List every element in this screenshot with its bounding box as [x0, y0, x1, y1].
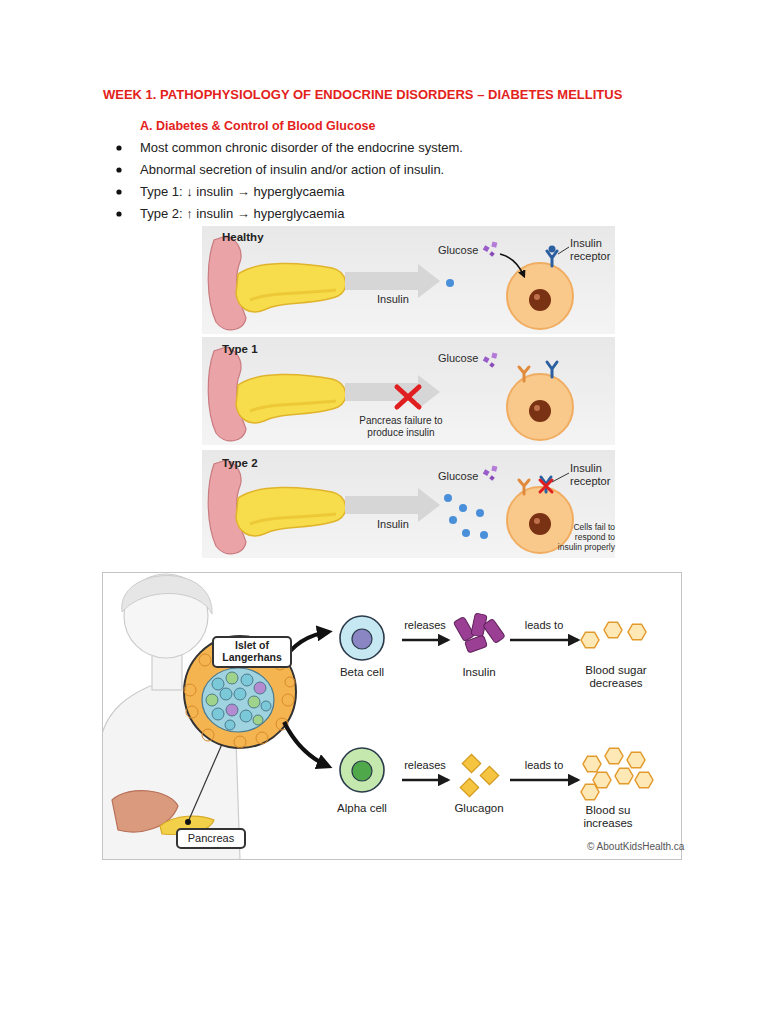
- islet-magnifier-part-part: [240, 710, 252, 722]
- type1-panel: Type 1 GlucosePancreas failure to produce…: [202, 337, 615, 445]
- islet-magnifier-part-part: [254, 682, 266, 694]
- cell-label: Alpha cell: [322, 802, 402, 815]
- glucose-icon: Blood sugar decreases: [578, 610, 654, 694]
- islet-magnifier-part-part: [225, 720, 235, 730]
- panel-heading: Type 2: [222, 457, 258, 470]
- bullet-text: Type 1: ↓ insulin → hyperglycaemia: [140, 184, 344, 199]
- panel-heading: Healthy: [222, 231, 264, 244]
- bullet-dots-part: [116, 211, 121, 216]
- arrow-label: releases: [404, 619, 446, 631]
- leader-line-part: [185, 819, 191, 825]
- glucose-label: Glucose: [438, 244, 478, 257]
- child-silhouette: [103, 574, 240, 859]
- child-silhouette-part: [124, 574, 208, 658]
- islet-magnifier-part-part: [276, 718, 288, 730]
- arrow-label: leads to: [525, 759, 564, 771]
- callout-box: Islet of Langerhans: [212, 636, 292, 668]
- effect-label: Blood su increases: [578, 804, 638, 830]
- islet-magnifier-part-part: [220, 688, 232, 700]
- receptor-label: Insulin receptor: [570, 462, 620, 487]
- islet-magnifier-part: [206, 672, 271, 730]
- flow-arrow: [402, 779, 448, 782]
- alpha-cell: Alpha cell: [322, 744, 402, 820]
- islet-magnifier-part-part: [261, 701, 271, 711]
- leader-line-part: [188, 744, 222, 822]
- callout-box: Pancreas: [176, 828, 246, 849]
- beta-cell: Beta cell: [322, 612, 402, 684]
- panel-heading: Type 1: [222, 343, 258, 356]
- callout-text: Pancreas: [188, 832, 234, 844]
- glucose-icon: Blood su increases: [578, 740, 654, 836]
- bullet-text: Type 2: ↑ insulin → hyperglycaemia: [140, 206, 344, 221]
- failure-note: Pancreas failure to produce insulin: [355, 415, 447, 438]
- islet-magnifier-part-part: [282, 694, 294, 706]
- hormone-icon: Insulin: [448, 608, 510, 684]
- child-silhouette-part: [122, 575, 212, 614]
- glucose-label: Glucose: [438, 470, 478, 483]
- islet-magnifier-part-part: [234, 736, 246, 748]
- healthy-panel: HealthyGlucoseInsulin receptorInsulin: [202, 226, 615, 334]
- callout-text: Islet of Langerhans: [214, 640, 290, 663]
- islet-magnifier-part: [202, 668, 274, 732]
- bullet-text: Abnormal secretion of insulin and/or act…: [140, 162, 444, 177]
- figure-frame: [103, 573, 682, 860]
- child-silhouette-part: [103, 686, 240, 859]
- insulin-label: Insulin: [377, 293, 409, 306]
- islet-magnifier-part-part: [241, 674, 253, 686]
- hormone-icon: Glucagon: [448, 748, 510, 820]
- islet-magnifier-part-part: [285, 677, 295, 687]
- glucose-label: Glucose: [438, 352, 478, 365]
- islet-magnifier-part-part: [212, 678, 224, 690]
- islet-magnifier-part-part: [199, 654, 211, 666]
- leader-line: [185, 744, 222, 825]
- bullet-dots-part: [116, 145, 121, 150]
- flow-arrow: [510, 639, 578, 642]
- bullet-dots-part: [116, 167, 121, 172]
- bullet-dots: [116, 145, 121, 216]
- islet-magnifier-part-part: [248, 696, 260, 708]
- resistance-note: Cells fail to respond to insulin properl…: [555, 522, 615, 553]
- islet-magnifier-part-part: [256, 732, 268, 744]
- child-silhouette-part: [152, 650, 182, 690]
- bullet-dots-part: [116, 189, 121, 194]
- bullet-text: Most common chronic disorder of the endo…: [140, 140, 463, 155]
- islet-arrows-part: [284, 722, 328, 766]
- arrow-label: leads to: [525, 619, 564, 631]
- islet-magnifier-part-part: [226, 704, 238, 716]
- islet-magnifier-part-part: [206, 694, 218, 706]
- hormone-label: Glucagon: [448, 802, 510, 815]
- islet-magnifier-part-part: [253, 715, 263, 725]
- islet-magnifier-part-part: [184, 684, 196, 696]
- flow-arrow: [402, 639, 448, 642]
- islet-magnifier-part-part: [226, 672, 238, 684]
- cell-label: Beta cell: [322, 666, 402, 679]
- insulin-label: Insulin: [377, 518, 409, 531]
- islet-magnifier-part-part: [186, 706, 198, 718]
- islet-magnifier: [184, 636, 296, 748]
- arrow-label: releases: [404, 759, 446, 771]
- hormone-label: Insulin: [448, 666, 510, 679]
- islet-magnifier-part-part: [234, 688, 246, 700]
- islet-magnifier-part-part: [202, 729, 214, 741]
- copyright-note: © AboutKidsHealth.ca: [587, 841, 684, 852]
- child-silhouette-part: [112, 791, 178, 832]
- effect-label: Blood sugar decreases: [578, 664, 654, 690]
- type2-panel: Type 2GlucoseInsulin receptorInsulinCell…: [202, 450, 615, 558]
- islet-magnifier-part: [184, 636, 296, 748]
- islet-magnifier-part-part: [212, 708, 224, 720]
- section-heading: A. Diabetes & Control of Blood Glucose: [140, 119, 375, 133]
- flow-arrow: [510, 779, 578, 782]
- receptor-label: Insulin receptor: [570, 237, 620, 262]
- page-title: WEEK 1. PATHOPHYSIOLOGY OF ENDOCRINE DIS…: [103, 87, 622, 102]
